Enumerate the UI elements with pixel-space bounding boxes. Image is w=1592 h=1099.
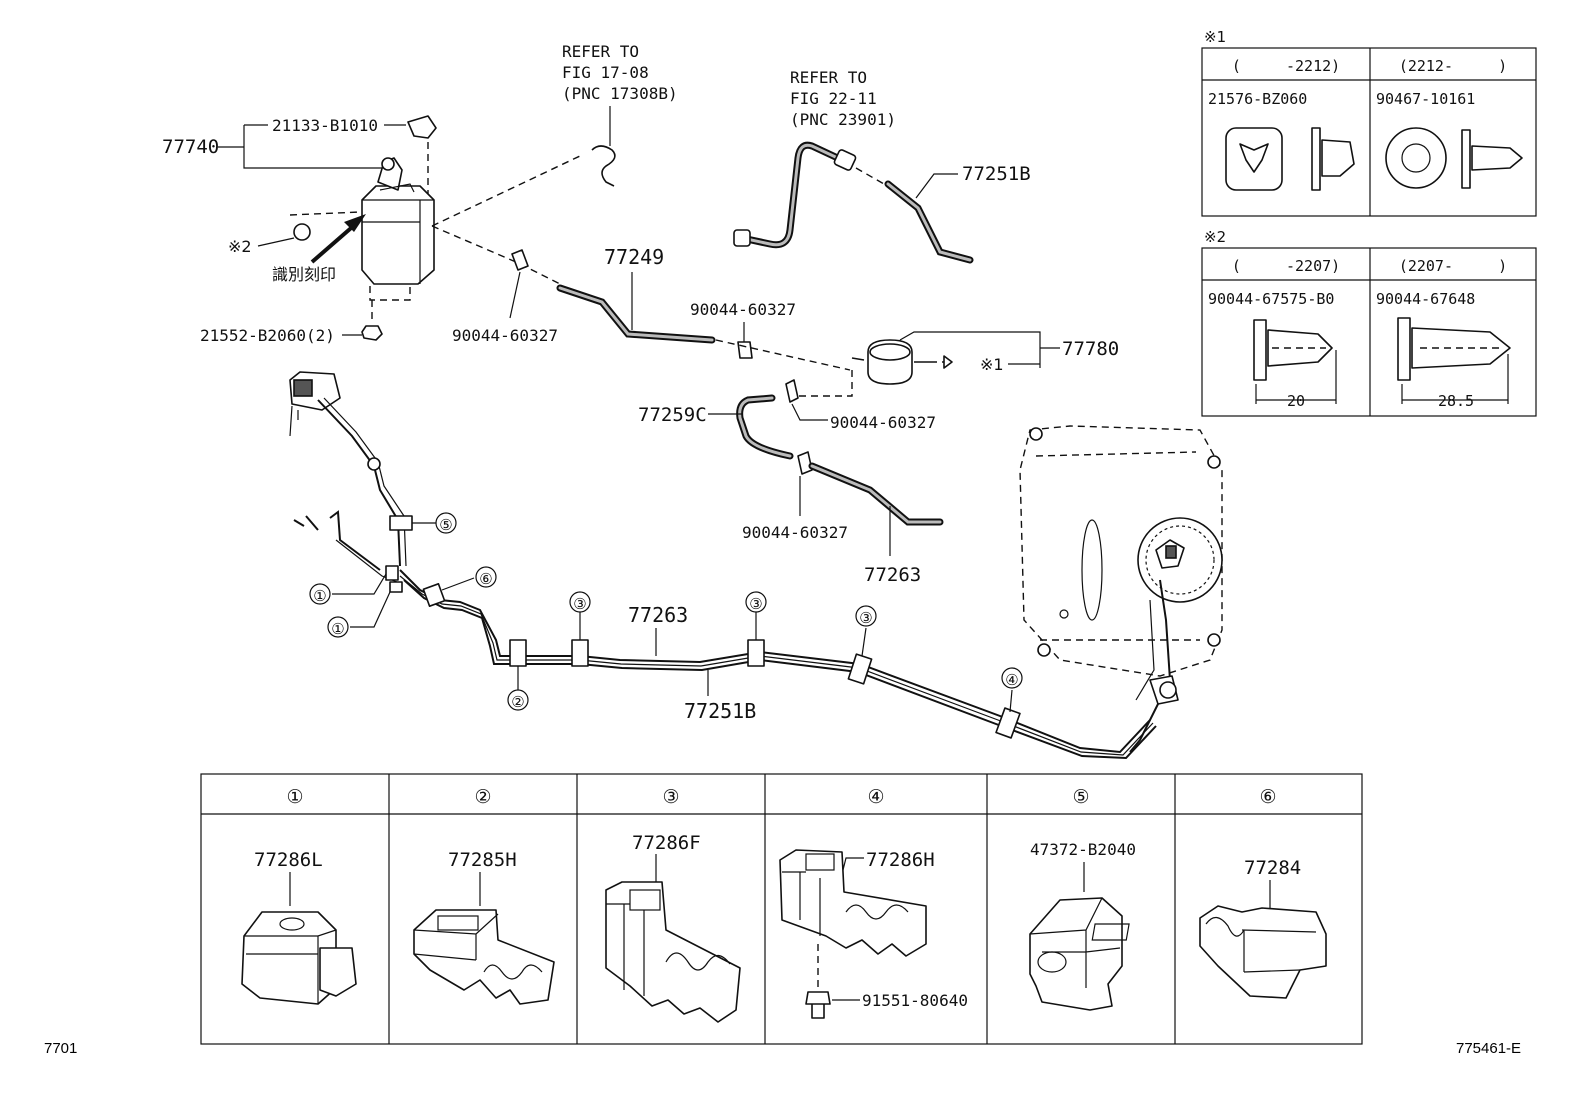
label-77740: 77740 — [162, 136, 219, 158]
label-clip-d: 90044-60327 — [742, 523, 848, 542]
clamp-header-6: ⑥ — [1259, 786, 1276, 808]
label-canister-nut: 21552-B2060(2) — [200, 326, 335, 345]
clamp-header-3: ③ — [662, 786, 679, 808]
svg-text:(PNC 23901): (PNC 23901) — [790, 110, 896, 129]
svg-text:( -2212): ( -2212) — [1232, 57, 1340, 75]
svg-text:(2207- ): (2207- ) — [1399, 257, 1507, 275]
note1-part-2: 90467-10161 — [1376, 90, 1475, 108]
canister-assembly: 77740 21133-B1010 21552-B2060(2) ※2 識別刻印 — [162, 115, 437, 345]
callout-3b: ③ — [749, 595, 762, 613]
svg-text:⑤: ⑤ — [439, 516, 452, 534]
label-note1-ref: ※1 — [980, 355, 1004, 374]
label-77249: 77249 — [604, 245, 664, 269]
label-clip-a: 90044-60327 — [452, 326, 558, 345]
label-id-mark: 識別刻印 — [272, 265, 336, 284]
clamp-header-2: ② — [474, 786, 491, 808]
note1-clip-icon — [943, 355, 953, 369]
note1-table: ※1 ( -2212) (2212- ) 21576-BZ060 90467-1… — [1201, 28, 1537, 217]
label-clip-b: 90044-60327 — [690, 300, 796, 319]
svg-text:REFER TO: REFER TO — [790, 68, 867, 87]
label-canister-cap: 21133-B1010 — [272, 116, 378, 135]
callout-6: ⑥ — [479, 570, 492, 588]
label-clip-c: 90044-60327 — [830, 413, 936, 432]
canister-cap-icon — [407, 115, 437, 139]
id-mark-arrow-icon — [344, 214, 366, 232]
clamp-77285h-icon — [413, 909, 555, 1005]
note2-part-1: 90044-67575-B0 — [1208, 290, 1334, 308]
callout-1a: ① — [313, 587, 326, 605]
hose-77249-group: 90044-60327 77249 90044-60327 — [431, 225, 851, 371]
svg-text:( -2207): ( -2207) — [1232, 257, 1340, 275]
label-note2-ref: ※2 — [228, 237, 252, 256]
clamp-part-3: 77286F — [632, 832, 701, 854]
canister-body-icon — [361, 185, 435, 285]
main-line-group: ⑤ ② ③ ③ ③ ④ ⑥ ① — [289, 371, 1157, 760]
svg-text:(PNC 17308B): (PNC 17308B) — [562, 84, 678, 103]
callout-3c: ③ — [859, 609, 872, 627]
clamp-header-4: ④ — [867, 786, 884, 808]
note2-table: ※2 ( -2207) (2207- ) 90044-67575-B0 9004… — [1201, 228, 1537, 417]
label-77263-main: 77263 — [628, 603, 688, 627]
note2-part-2: 90044-67648 — [1376, 290, 1475, 308]
clamp-table: ① ② ③ ④ ⑤ ⑥ 77286L 77285H 77286F 77286H — [200, 773, 1363, 1045]
svg-text:※1: ※1 — [1204, 28, 1226, 46]
reference-fig-17-08: REFER TO FIG 17-08 (PNC 17308B) — [431, 42, 678, 227]
canister-nut-icon — [361, 325, 383, 341]
callout-1b: ① — [331, 620, 344, 638]
clamp-bolt: 91551-80640 — [862, 991, 968, 1010]
hose-77259c-group: 90044-60327 77259C 90044-60327 77263 — [638, 379, 944, 586]
svg-text:(2212- ): (2212- ) — [1399, 57, 1507, 75]
svg-text:FIG 22-11: FIG 22-11 — [790, 89, 877, 108]
svg-text:FIG 17-08: FIG 17-08 — [562, 63, 649, 82]
callout-3a: ③ — [573, 595, 586, 613]
clamp-part-6: 77284 — [1244, 857, 1301, 879]
clamp-part-1: 77286L — [254, 849, 323, 871]
bolt-icon — [805, 991, 831, 1019]
svg-text:REFER TO: REFER TO — [562, 42, 639, 61]
note2-dim-1: 20 — [1287, 392, 1305, 410]
clamp-header-1: ① — [286, 786, 303, 808]
fuel-tank — [1019, 425, 1223, 753]
clamp-77286h-icon — [779, 849, 927, 957]
clamp-47372-icon — [1029, 897, 1123, 1011]
note1-part-1: 21576-BZ060 — [1208, 90, 1307, 108]
hose-connector-icon — [591, 145, 616, 187]
clip-icon — [511, 249, 529, 271]
footer-left: 7701 — [44, 1040, 77, 1057]
callout-2: ② — [511, 693, 524, 711]
label-77780: 77780 — [1062, 338, 1119, 360]
footer-right: 775461-E — [1456, 1040, 1521, 1057]
callout-5-icon — [435, 512, 457, 534]
clamp-part-4: 77286H — [866, 849, 935, 871]
label-77251b-main: 77251B — [684, 699, 756, 723]
label-77251b-top: 77251B — [962, 163, 1031, 185]
reference-fig-22-11: REFER TO FIG 22-11 (PNC 23901) 77251B — [733, 68, 1031, 264]
clamp-header-5: ⑤ — [1072, 786, 1089, 808]
clamp-part-2: 77285H — [448, 849, 517, 871]
callout-4: ④ — [1005, 671, 1018, 689]
clamp-77286f-icon — [605, 881, 741, 1023]
valve-77780-group: 77780 ※1 — [796, 331, 1119, 397]
grommet-icon — [293, 223, 311, 241]
clamp-77284-icon — [1199, 905, 1327, 999]
label-77259c: 77259C — [638, 404, 707, 426]
svg-text:※2: ※2 — [1204, 228, 1226, 246]
note2-dim-2: 28.5 — [1438, 392, 1474, 410]
clamp-part-5: 47372-B2040 — [1030, 840, 1136, 859]
label-77263-right: 77263 — [864, 564, 921, 586]
